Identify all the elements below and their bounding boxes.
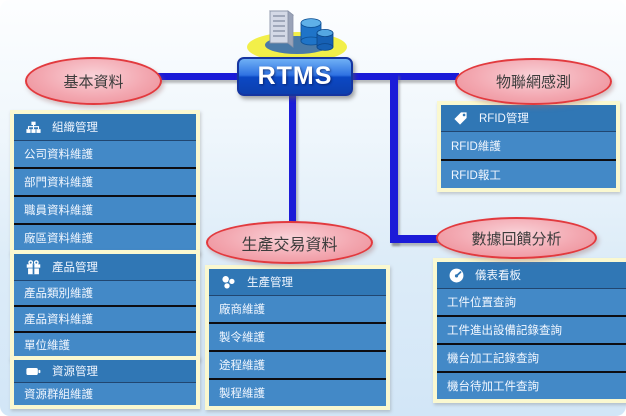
panel-title: 產品管理 (52, 262, 98, 274)
menu-item[interactable]: 資源群組維護 (14, 382, 196, 405)
menu-item[interactable]: 工件位置查詢 (437, 288, 626, 315)
connector-basic-to-rtms (155, 73, 241, 80)
connector-rtms-to-production (289, 93, 296, 226)
panel-resource-management: 資源管理資源群組維護 (10, 356, 200, 409)
menu-item[interactable]: 製令維護 (209, 322, 386, 350)
org-chart-icon (26, 120, 41, 135)
panel-dashboard: 儀表看板工件位置查詢工件進出設備記錄查詢機台加工記錄查詢機台待加工件查詢 (433, 258, 626, 403)
ellipse-label: 生產交易資料 (241, 236, 338, 254)
menu-item[interactable]: 廠商維護 (209, 295, 386, 322)
panel-product-management: 產品管理產品類別維護產品資料維護單位維護 (10, 250, 200, 361)
menu-item[interactable]: 單位維護 (14, 331, 196, 357)
ellipse-label: 基本資料 (63, 73, 124, 91)
panel-header-rfid[interactable]: RFID管理 (441, 105, 616, 131)
menu-item[interactable]: RFID維護 (441, 131, 616, 159)
connector-right-vertical (390, 73, 398, 243)
menu-item[interactable]: 製程維護 (209, 378, 386, 406)
ellipse-label: 物聯網感測 (495, 74, 571, 91)
server-database-icon (243, 3, 351, 63)
gift-icon (26, 259, 41, 275)
rtms-label: RTMS (257, 62, 333, 90)
panel-header-org[interactable]: 組織管理 (14, 114, 196, 140)
menu-item[interactable]: RFID報工 (441, 159, 616, 188)
panel-title: 儀表看板 (475, 270, 521, 282)
menu-item[interactable]: 機台待加工件查詢 (437, 371, 626, 399)
ellipse-production-transaction: 生產交易資料 (206, 221, 373, 264)
menu-item[interactable]: 途程維護 (209, 350, 386, 378)
connector-to-feedback (390, 235, 446, 243)
menu-item[interactable]: 機台加工記錄查詢 (437, 343, 626, 371)
menu-item[interactable]: 廠區資料維護 (14, 223, 196, 251)
menu-item[interactable]: 公司資料維護 (14, 140, 196, 167)
panel-header-production[interactable]: 生產管理 (209, 269, 386, 295)
gauge-icon (449, 268, 464, 283)
panel-header-product[interactable]: 產品管理 (14, 254, 196, 280)
ellipse-data-feedback: 數據回饋分析 (436, 217, 597, 259)
rtms-node: RTMS (237, 57, 353, 96)
menu-item[interactable]: 職員資料維護 (14, 195, 196, 223)
panel-title: 資源管理 (52, 366, 98, 378)
panel-title: 組織管理 (52, 122, 98, 134)
panel-org-management: 組織管理公司資料維護部門資料維護職員資料維護廠區資料維護 (10, 110, 200, 255)
tag-icon (453, 111, 468, 126)
panel-header-dashboard[interactable]: 儀表看板 (437, 262, 626, 288)
panel-header-resource[interactable]: 資源管理 (14, 360, 196, 382)
panel-production-management: 生產管理廠商維護製令維護途程維護製程維護 (205, 265, 390, 410)
cluster-nodes-icon (221, 275, 236, 290)
battery-icon (26, 364, 41, 379)
panel-title: RFID管理 (479, 113, 529, 125)
connector-rtms-to-iot (349, 73, 459, 80)
menu-item[interactable]: 產品類別維護 (14, 280, 196, 305)
ellipse-label: 數據回饋分析 (471, 230, 562, 248)
menu-item[interactable]: 工件進出設備記錄查詢 (437, 315, 626, 343)
menu-item[interactable]: 部門資料維護 (14, 167, 196, 195)
menu-item[interactable]: 產品資料維護 (14, 305, 196, 331)
ellipse-basic-data: 基本資料 (25, 57, 162, 105)
ellipse-iot-sensing: 物聯網感測 (455, 58, 612, 105)
panel-title: 生產管理 (247, 277, 293, 289)
